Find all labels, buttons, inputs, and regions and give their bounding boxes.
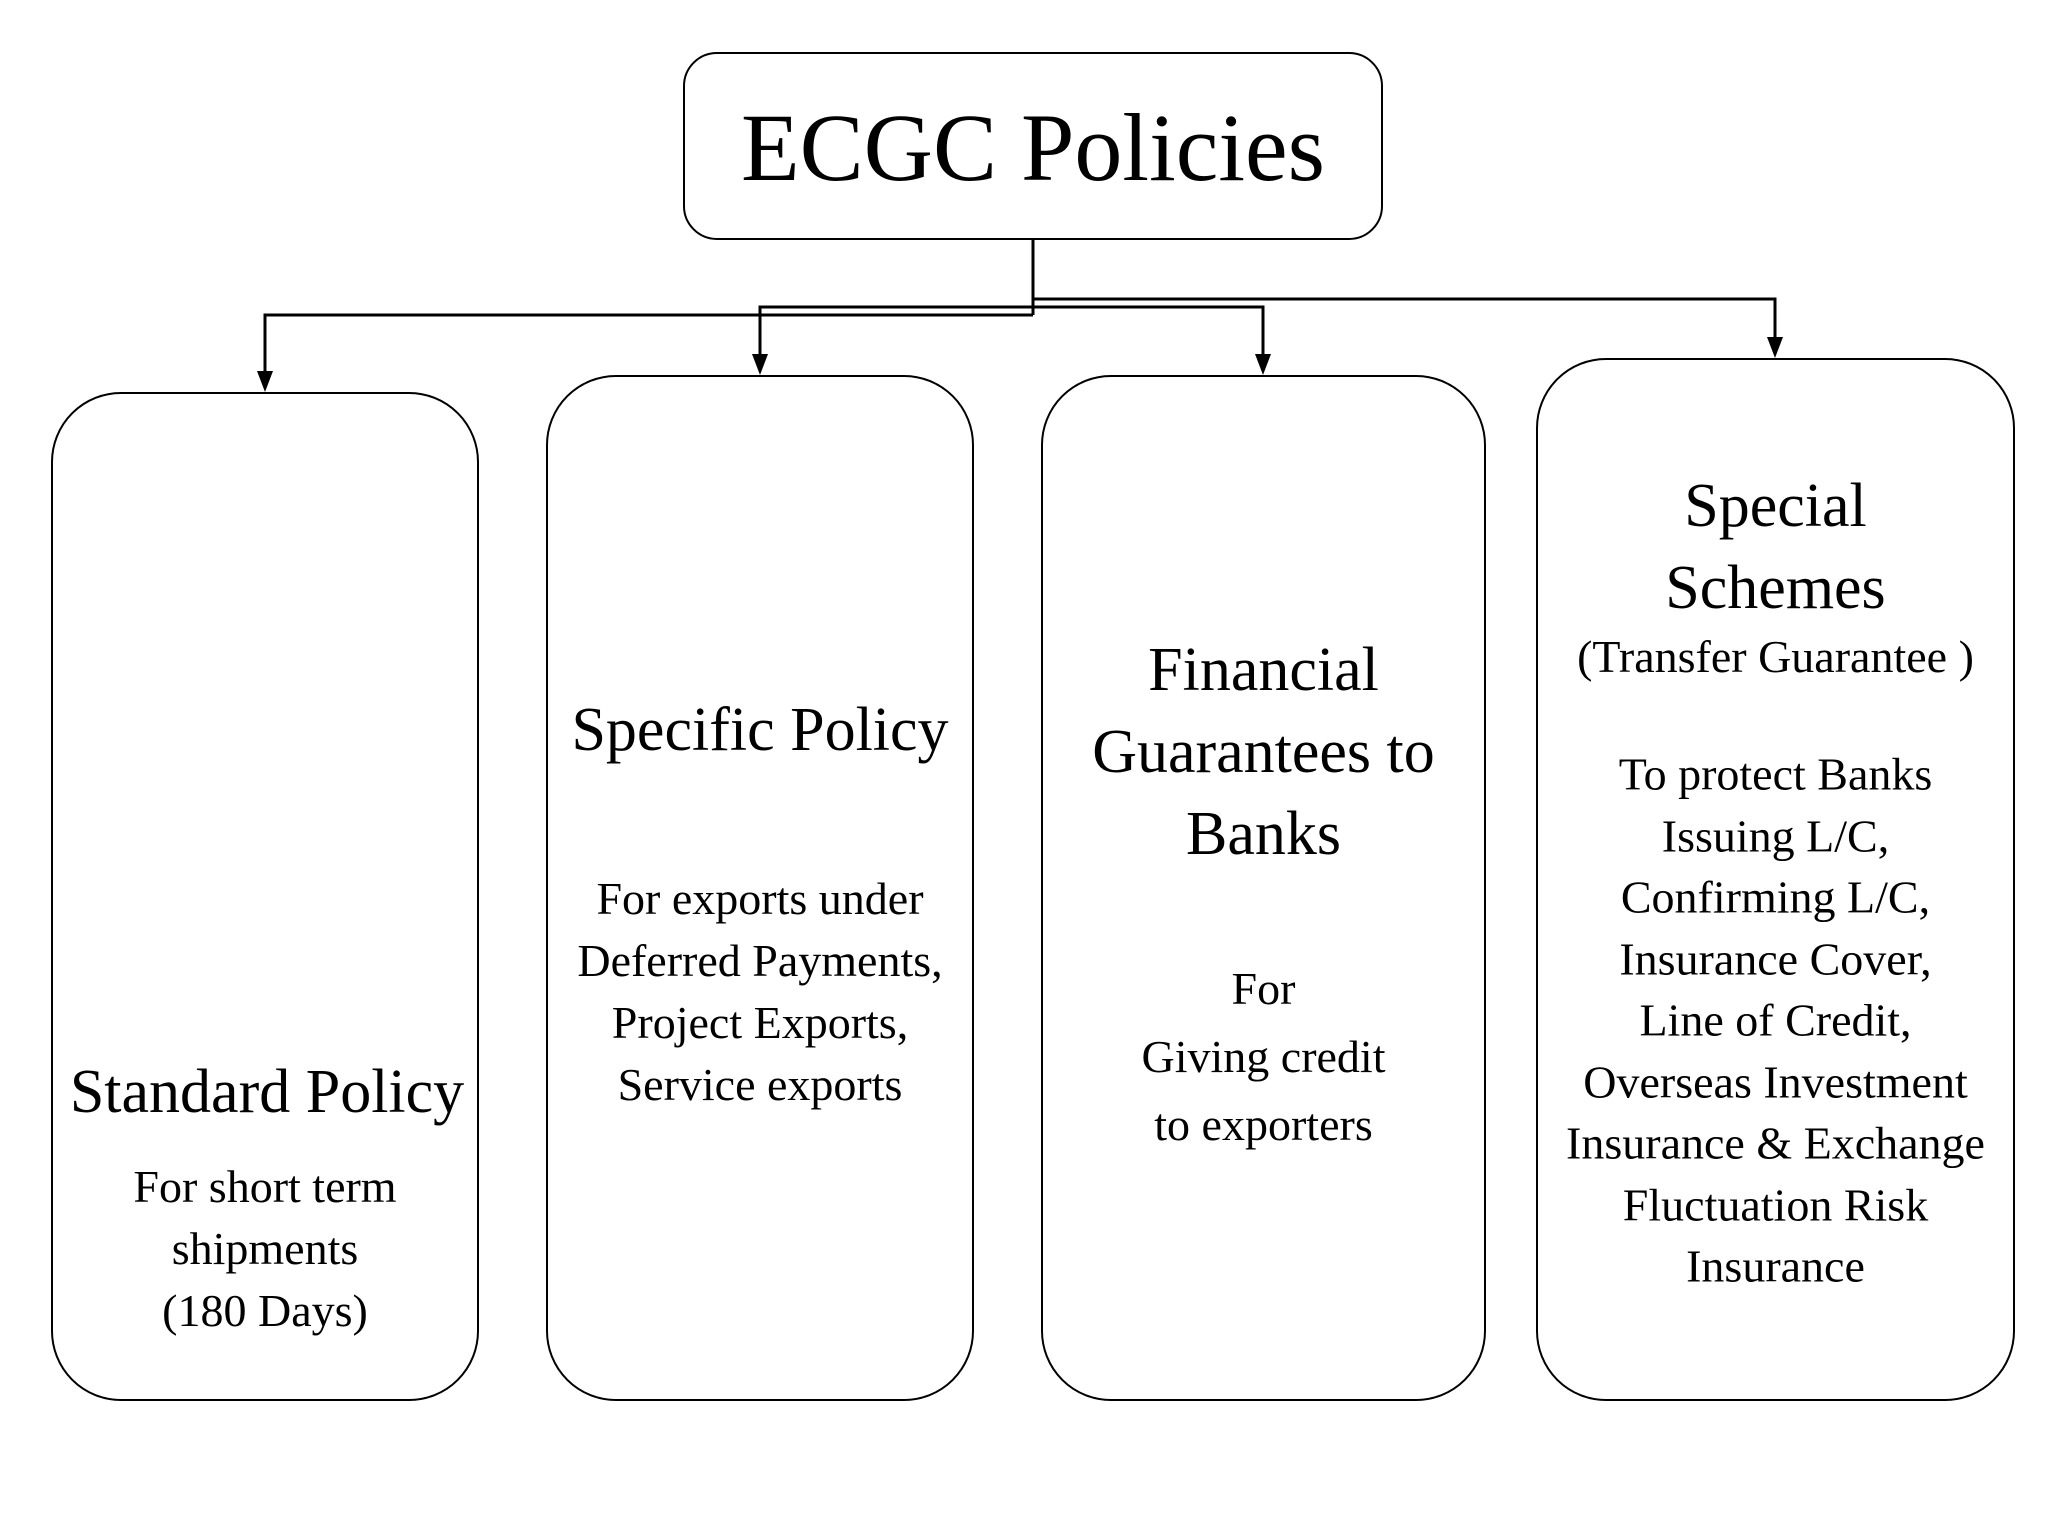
node-financial-guarantees: Financial Guarantees to Banks For Giving…	[1041, 375, 1486, 1401]
arrow-standard-icon	[257, 371, 273, 392]
arrow-special-icon	[1767, 337, 1783, 358]
node-subtitle: (Transfer Guarantee )	[1577, 631, 1974, 682]
arrow-financial-icon	[1255, 354, 1271, 375]
node-description: To protect Banks Issuing L/C, Confirming…	[1566, 748, 1985, 1292]
node-description: For short term shipments (180 Days)	[133, 1161, 397, 1336]
root-title: ECGC Policies	[740, 94, 1325, 201]
node-special-schemes: Special Schemes (Transfer Guarantee ) To…	[1536, 358, 2015, 1401]
arrow-specific-icon	[752, 354, 768, 375]
node-description: For Giving credit to exporters	[1141, 963, 1386, 1150]
root-node-ecgc-policies: ECGC Policies	[683, 52, 1383, 240]
node-title: Specific Policy	[571, 696, 949, 764]
node-description: For exports under Deferred Payments, Pro…	[577, 873, 943, 1110]
node-standard-policy: Standard Policy For short term shipments…	[51, 392, 479, 1401]
node-title: Financial Guarantees to Banks	[1092, 636, 1435, 868]
node-title: Special Schemes	[1665, 472, 1886, 622]
node-title: Standard Policy	[69, 1058, 465, 1126]
node-specific-policy: Specific Policy For exports under Deferr…	[546, 375, 974, 1401]
